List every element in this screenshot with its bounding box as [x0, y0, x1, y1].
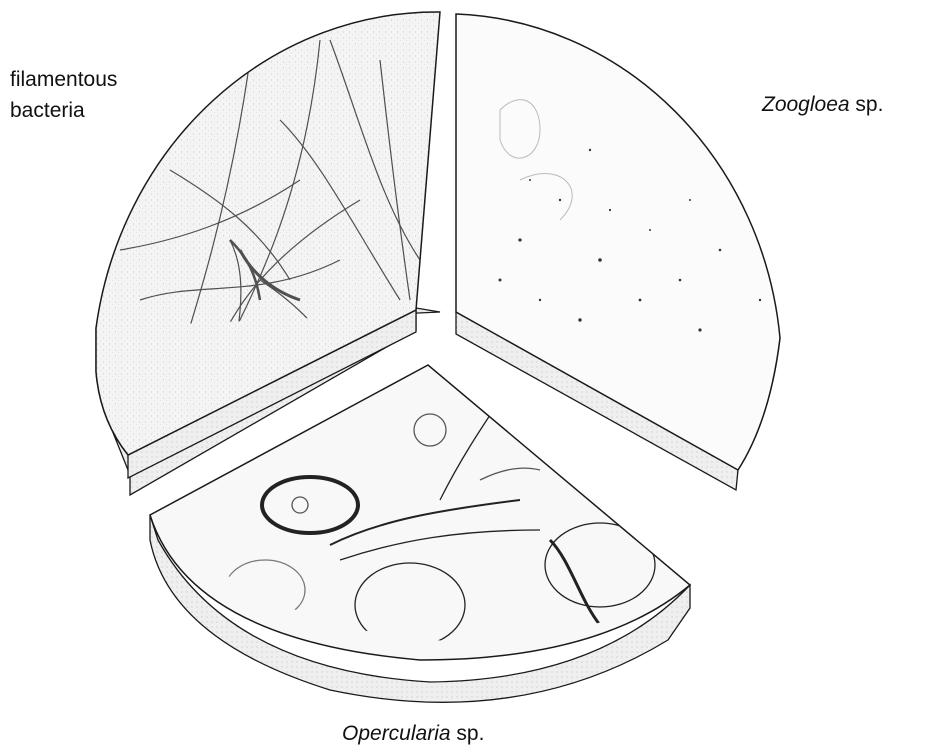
zoogloea-segment — [456, 14, 780, 490]
zoogloea-top-face — [456, 14, 780, 470]
opercularia-genus: Opercularia — [342, 722, 451, 745]
zoogloea-label: Zoogloea sp. — [762, 89, 883, 120]
zoogloea-genus: Zoogloea — [762, 93, 850, 116]
opercularia-suffix: sp. — [451, 722, 485, 745]
opercularia-label: Opercularia sp. — [342, 718, 484, 749]
filamentous-label-line1: filamentous — [10, 64, 117, 95]
zoogloea-suffix: sp. — [850, 93, 884, 116]
filamentous-label-line2: bacteria — [10, 95, 117, 126]
filamentous-bacteria-label: filamentous bacteria — [10, 64, 117, 126]
